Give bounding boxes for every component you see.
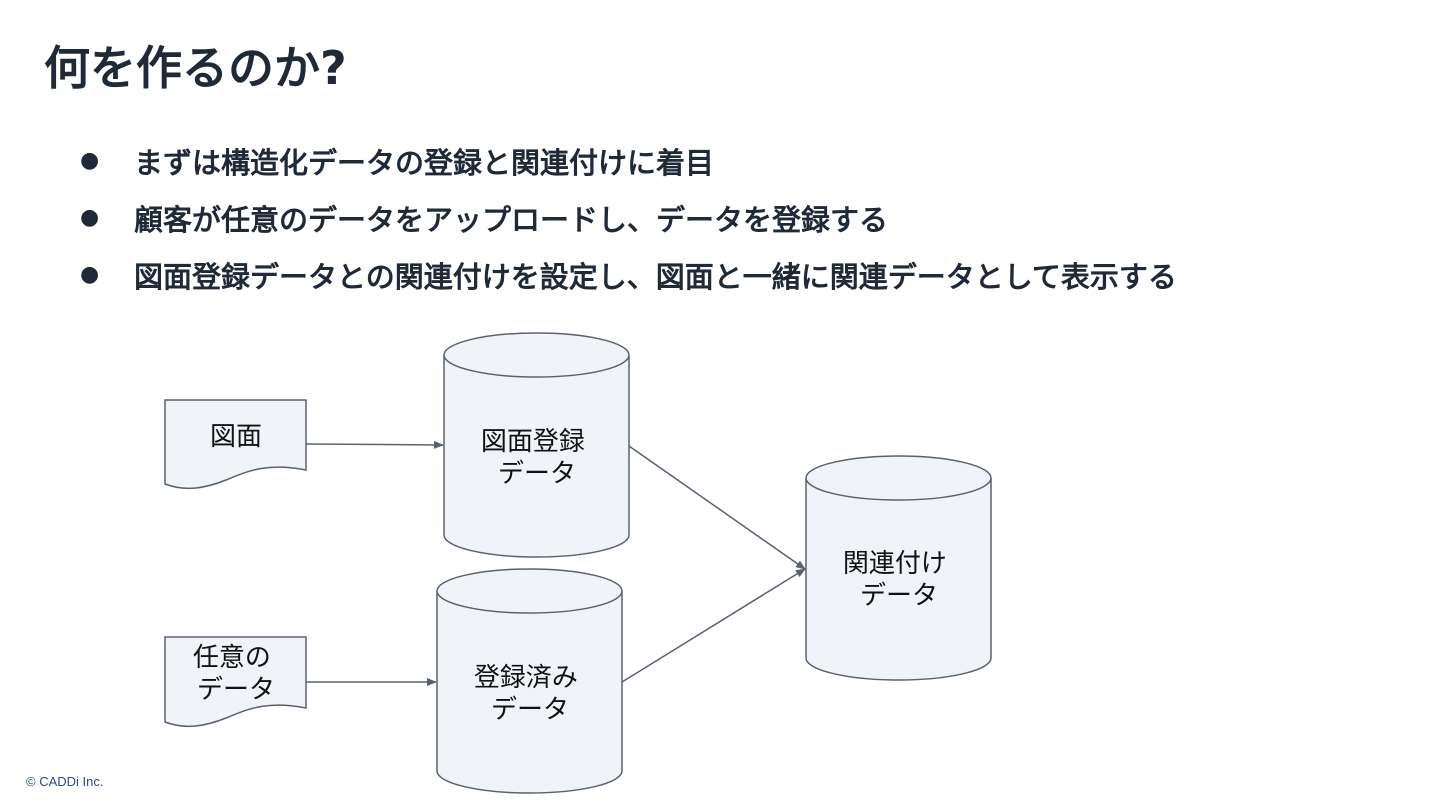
svg-text:図面: 図面 <box>210 422 262 452</box>
slide-title: 何を作るのか? <box>44 41 347 95</box>
document-label: 図面 <box>210 422 262 452</box>
bullet-dot-icon: ● <box>80 262 100 287</box>
svg-text:関連付け データ: 関連付け データ <box>843 549 955 611</box>
bullet-dot-icon: ● <box>80 205 100 230</box>
database-cylinder-registered: 登録済み データ <box>436 568 623 794</box>
database-label: 図面登録 <box>481 427 585 457</box>
arrow-drawing-to-registered <box>305 440 444 449</box>
svg-text:図面登録 データ: 図面登録 データ <box>481 427 593 489</box>
document-label: データ <box>197 675 275 705</box>
bullet-dot-icon: ● <box>80 148 100 173</box>
database-label: データ <box>860 581 938 611</box>
bullet-text: 顧客が任意のデータをアップロードし、データを登録する <box>134 202 889 237</box>
bullet-item: ● まずは構造化データの登録と関連付けに着目 <box>80 132 1177 189</box>
database-cylinder-drawing-registered: 図面登録 データ <box>443 332 630 558</box>
database-label: 関連付け <box>843 549 947 579</box>
database-label: 登録済み <box>474 663 578 693</box>
bullet-text: まずは構造化データの登録と関連付けに着目 <box>134 145 715 180</box>
bullet-item: ● 顧客が任意のデータをアップロードし、データを登録する <box>80 189 1177 246</box>
database-label: データ <box>498 459 576 489</box>
document-shape-arbitrary-data: 任意の データ <box>164 636 307 728</box>
arrow-drawing-registered-to-association <box>628 445 806 570</box>
database-label: データ <box>491 695 569 725</box>
copyright-footer: © CADDi Inc. <box>26 774 104 789</box>
svg-text:任意の データ: 任意の データ <box>193 643 279 705</box>
bullet-item: ● 図面登録データとの関連付けを設定し、図面と一緒に関連データとして表示する <box>80 246 1177 303</box>
database-cylinder-association: 関連付け データ <box>805 455 992 681</box>
bullet-text: 図面登録データとの関連付けを設定し、図面と一緒に関連データとして表示する <box>134 259 1177 294</box>
bullet-list: ● まずは構造化データの登録と関連付けに着目 ● 顧客が任意のデータをアップロー… <box>80 132 1177 303</box>
document-label: 任意の <box>193 643 271 673</box>
svg-text:登録済み データ: 登録済み データ <box>474 663 586 725</box>
arrow-registered-to-association <box>621 568 806 683</box>
document-shape-drawing: 図面 <box>164 399 307 490</box>
